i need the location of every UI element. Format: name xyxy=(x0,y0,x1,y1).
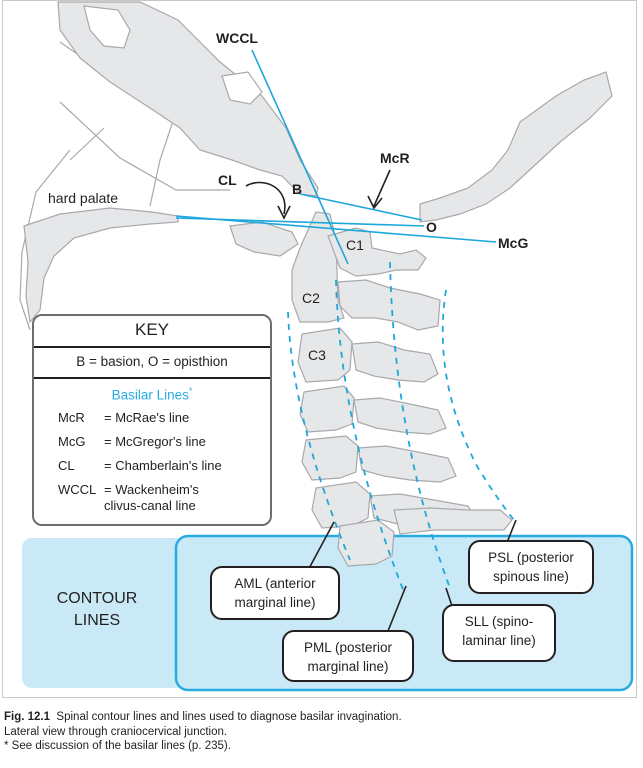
contour-region-left xyxy=(22,538,212,688)
basilar-lines xyxy=(175,49,497,265)
key-entry-cl: CL= Chamberlain's line xyxy=(58,458,222,473)
psl-line xyxy=(441,289,515,521)
callout-pml: PML (posterior marginal line) xyxy=(282,630,414,682)
figure-caption: Fig. 12.1 Spinal contour lines and lines… xyxy=(4,710,402,754)
label-o: O xyxy=(426,219,437,235)
label-c2: C2 xyxy=(302,290,320,306)
key-divider xyxy=(34,346,270,348)
aml-pointer xyxy=(305,521,335,575)
annotation-arrows xyxy=(245,169,517,637)
cl-arrow xyxy=(245,181,286,215)
psl-pointer xyxy=(507,519,517,541)
label-c1: C1 xyxy=(346,237,364,253)
label-c3: C3 xyxy=(308,347,326,363)
caption-fig-number: Fig. 12.1 xyxy=(4,711,51,723)
contour-lines xyxy=(287,261,515,593)
label-mcr: McR xyxy=(380,150,410,166)
caption-line-3: * See discussion of the basilar lines (p… xyxy=(4,740,231,752)
aml-line xyxy=(287,311,351,561)
contour-lines-heading: CONTOUR LINES xyxy=(56,590,138,629)
key-box: KEY B = basion, O = opisthion Basilar Li… xyxy=(32,314,272,526)
sll-line xyxy=(389,261,451,589)
label-b: B xyxy=(292,181,303,197)
caption-line-2: Lateral view through craniocervical junc… xyxy=(4,725,228,738)
key-entry-mcg: McG= McGregor's line xyxy=(58,434,206,449)
hard-palate-bone xyxy=(23,207,299,324)
pml-pointer xyxy=(385,585,407,637)
c3 xyxy=(297,327,353,383)
mcr-line xyxy=(299,193,423,221)
label-cl: CL xyxy=(218,172,237,188)
callout-psl: PSL (posterior spinous line) xyxy=(468,540,594,594)
key-title: KEY xyxy=(134,320,170,339)
callout-aml: AML (anterior marginal line) xyxy=(210,566,340,620)
key-divider xyxy=(34,377,270,379)
skull-base xyxy=(57,1,613,223)
label-hard-palate: hard palate xyxy=(48,190,119,206)
caption-line-1: Spinal contour lines and lines used to d… xyxy=(56,711,402,723)
label-wccl: WCCL xyxy=(216,30,258,46)
mcg-line xyxy=(175,215,497,243)
key-basilar-heading: Basilar Lines* xyxy=(111,386,193,403)
vertebral-column xyxy=(291,211,513,567)
mcr-arrow xyxy=(373,169,391,207)
label-mcg: McG xyxy=(498,235,529,251)
callout-sll: SLL (spino- laminar line) xyxy=(442,604,556,662)
key-definition: B = basion, O = opisthion xyxy=(76,354,228,369)
pml-line xyxy=(335,279,405,593)
key-entry-mcr: McR= McRae's line xyxy=(58,410,190,425)
